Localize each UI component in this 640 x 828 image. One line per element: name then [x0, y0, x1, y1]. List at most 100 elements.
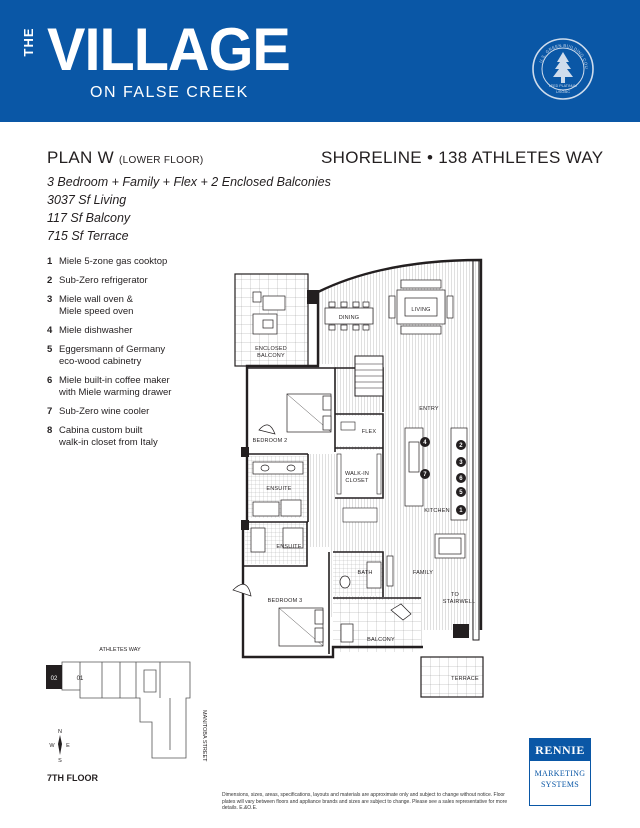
interior-walls — [243, 367, 421, 654]
window-wall — [472, 259, 480, 641]
marker-7: 7 — [423, 472, 427, 478]
flex-walkin-fixtures — [336, 421, 382, 523]
family-furniture — [340, 555, 412, 643]
label-kitchen: KITCHEN — [424, 508, 450, 514]
feature-text: with Miele warming drawer — [59, 387, 172, 398]
seal-level: LEED PLATINUM — [549, 84, 577, 88]
feature-item: 3 Miele wall oven &Miele speed oven — [47, 294, 227, 318]
feature-number: 5 — [47, 344, 53, 355]
column — [241, 520, 249, 530]
marker-4: 4 — [423, 440, 427, 446]
room-labels: LIVING DINING ENCLOSED BALCONY BEDROOM 2… — [253, 307, 479, 682]
feature-number: 8 — [47, 425, 53, 436]
bath-fixtures — [250, 461, 382, 589]
street-athletes-way: ATHLETES WAY — [99, 647, 141, 653]
rennie-subtitle: MARKETING SYSTEMS — [530, 761, 590, 790]
feature-text: Sub-Zero refrigerator — [59, 275, 148, 286]
label-ensuite-a: ENSUITE — [266, 486, 291, 492]
building-address: SHORELINE • 138 ATHLETES WAY — [321, 148, 604, 167]
marker-6: 6 — [459, 476, 463, 482]
label-closet: CLOSET — [345, 478, 369, 484]
plan-name: PLAN W — [47, 148, 114, 167]
compass-n: N — [58, 729, 62, 735]
rennie-logo: RENNIE MARKETING SYSTEMS — [529, 738, 591, 806]
features-list: 1 Miele 5-zone gas cooktop 2 Sub-Zero re… — [47, 256, 227, 456]
kitchen-island — [404, 427, 468, 559]
rennie-name: RENNIE — [530, 739, 590, 761]
label-bedroom-2: BEDROOM 2 — [253, 438, 288, 444]
label-terrace: TERRACE — [451, 676, 479, 682]
plan-title: PLAN W (LOWER FLOOR) — [47, 148, 203, 168]
logo-village: VILLAGE — [47, 16, 291, 83]
marker-1: 1 — [459, 508, 463, 514]
logo-subtitle: ON FALSE CREEK — [90, 84, 249, 101]
building-outline — [61, 661, 191, 759]
feature-text: Miele 5-zone gas cooktop — [59, 256, 168, 267]
label-dining: DINING — [339, 315, 359, 321]
feature-text: eco-wood cabinetry — [59, 356, 142, 367]
feature-text: Sub-Zero wine cooler — [59, 406, 150, 417]
feature-number: 1 — [47, 256, 53, 267]
column — [453, 624, 469, 638]
label-enclosed-balcony-2: BALCONY — [257, 353, 285, 359]
compass-s: S — [58, 758, 62, 764]
unit-highlight — [46, 665, 62, 689]
feature-item: 7 Sub-Zero wine cooler — [47, 406, 227, 418]
feature-number: 7 — [47, 406, 53, 417]
feature-text: walk-in closet from Italy — [59, 437, 158, 448]
terrace-floor — [420, 656, 484, 698]
street-manitoba: MANITOBA STREET — [201, 710, 207, 762]
feature-text: Miele wall oven & — [59, 294, 133, 305]
living-furniture — [388, 279, 454, 335]
feature-number: 2 — [47, 275, 53, 286]
header-banner: THE VILLAGE ON FALSE CREEK U.S. GREEN BU… — [0, 0, 640, 122]
feature-text: Miele speed oven — [59, 306, 134, 317]
floor-label: 7TH FLOOR — [47, 773, 98, 783]
feature-text: Miele built-in coffee maker — [59, 375, 170, 386]
staircase — [354, 355, 384, 397]
column — [307, 290, 319, 304]
walkin-floor — [335, 450, 383, 498]
disclaimer: Dimensions, sizes, areas, specifications… — [222, 792, 508, 811]
column — [241, 447, 249, 457]
bedroom2-bed — [258, 393, 332, 435]
exterior-walls — [241, 258, 483, 659]
feature-number: 4 — [47, 325, 53, 336]
label-family: FAMILY — [413, 570, 433, 576]
feature-number: 3 — [47, 294, 53, 305]
feature-number: 6 — [47, 375, 53, 386]
marker-3: 3 — [459, 460, 463, 466]
rennie-sub1: MARKETING — [534, 769, 586, 778]
unit-01: 01 — [77, 676, 84, 682]
label-enclosed-balcony: ENCLOSED — [255, 346, 287, 352]
unit-02: 02 — [51, 676, 58, 682]
label-bath: BATH — [357, 570, 372, 576]
spec-terrace-area: 715 Sf Terrace — [47, 229, 129, 243]
spec-rooms: 3 Bedroom + Family + Flex + 2 Enclosed B… — [47, 175, 331, 189]
label-stairwell: STAIRWELL — [443, 599, 475, 605]
feature-item: 2 Sub-Zero refrigerator — [47, 275, 227, 287]
label-flex: FLEX — [362, 429, 377, 435]
compass-icon: N S W E — [49, 729, 70, 764]
feature-item: 1 Miele 5-zone gas cooktop — [47, 256, 227, 268]
dining-furniture — [324, 301, 374, 331]
appliance-markers: 4 7 2 3 6 5 1 — [420, 437, 466, 515]
feature-item: 4 Miele dishwasher — [47, 325, 227, 337]
flex-floor — [335, 416, 383, 446]
key-plan: ATHLETES WAY 02 01 MANITOBA STREET N S W… — [46, 647, 207, 764]
bedroom3-bed — [232, 583, 324, 647]
label-bedroom-3: BEDROOM 3 — [268, 598, 303, 604]
label-ensuite-b: ENSUITE — [276, 544, 301, 550]
feature-text: Eggersmann of Germany — [59, 344, 166, 355]
spec-balcony-area: 117 Sf Balcony — [47, 211, 131, 225]
seal-org: USGBC — [556, 89, 570, 94]
label-entry: ENTRY — [419, 406, 439, 412]
marker-5: 5 — [459, 490, 463, 496]
marker-2: 2 — [459, 443, 463, 449]
feature-text: Cabina custom built — [59, 425, 143, 436]
leed-seal-icon: U.S. GREEN BUILDING COUNCIL LEED PLATINU… — [531, 37, 594, 100]
plan-floor: (LOWER FLOOR) — [119, 155, 204, 166]
